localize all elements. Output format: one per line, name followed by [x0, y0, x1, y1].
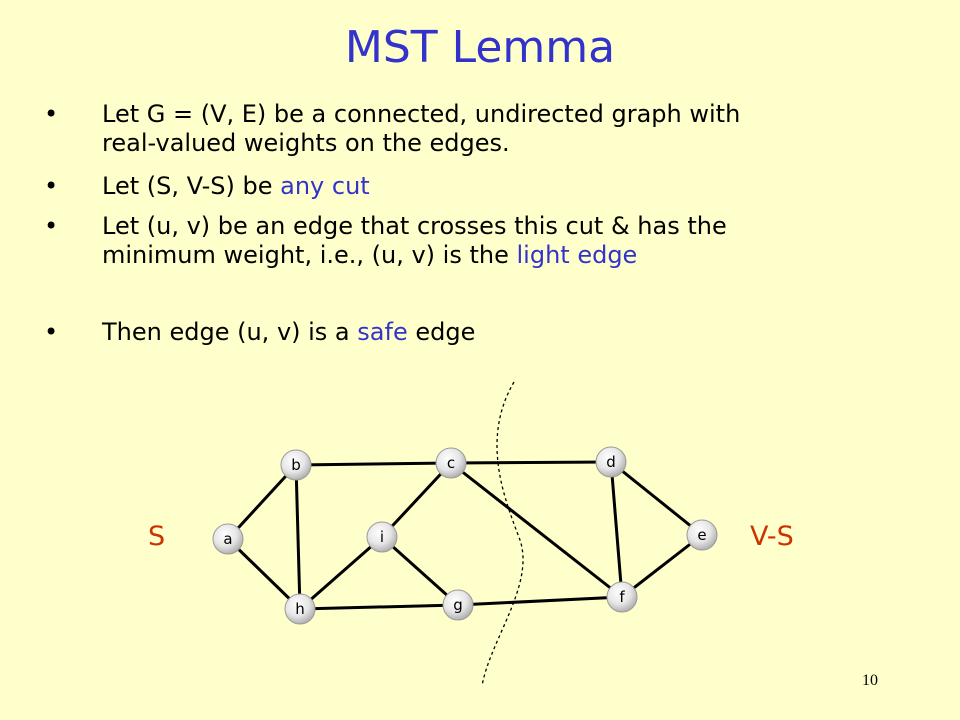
edge-c-i: [380, 461, 453, 539]
bullet-dot: •: [44, 172, 59, 200]
set-label-s: S: [148, 521, 165, 552]
bullet-text: Let G = (V, E) be a connected, undirecte…: [102, 100, 741, 157]
node-label-b: b: [291, 456, 301, 474]
bullet-text: Then edge (u, v) is a safe edge: [102, 318, 476, 346]
highlight-safe: safe: [357, 318, 408, 346]
edge-b-c: [295, 461, 452, 467]
graph-nodes: a b c d e f g h i: [212, 446, 718, 625]
edge-e-f: [621, 533, 703, 599]
node-i: i: [366, 521, 398, 553]
edge-c-d: [450, 460, 612, 465]
node-label-f: f: [619, 588, 625, 606]
node-g: g: [442, 589, 474, 621]
graph-edges: [226, 460, 703, 611]
node-e: e: [686, 519, 718, 551]
slide-title: MST Lemma: [344, 22, 616, 73]
node-a: a: [212, 523, 244, 555]
node-label-e: e: [697, 526, 706, 544]
page-number: 10: [862, 672, 878, 689]
edge-g-f: [457, 595, 623, 607]
cut-line: [481, 381, 524, 687]
edge-d-f: [609, 461, 624, 598]
edge-a-b: [226, 463, 298, 541]
node-b: b: [280, 449, 312, 481]
set-label-v-minus-s: V-S: [750, 521, 794, 552]
edge-d-e: [610, 460, 703, 537]
node-c: c: [435, 447, 467, 479]
node-label-i: i: [380, 528, 384, 546]
highlight-light-edge: light edge: [516, 241, 638, 269]
highlight-any-cut: any cut: [280, 172, 370, 200]
node-h: h: [284, 593, 316, 625]
node-d: d: [595, 446, 627, 478]
node-label-c: c: [447, 454, 455, 472]
bullet-text: Let (S, V-S) be any cut: [102, 172, 370, 200]
bullet-dot: •: [44, 100, 59, 128]
bullet-text: Let (u, v) be an edge that crosses this …: [102, 212, 727, 269]
edge-h-g: [299, 603, 459, 611]
node-label-g: g: [453, 596, 463, 614]
edge-i-g: [380, 535, 460, 607]
edge-c-f: [450, 461, 623, 599]
node-label-a: a: [223, 530, 232, 548]
edge-i-h: [299, 535, 383, 611]
edge-b-h: [294, 464, 302, 610]
node-label-h: h: [295, 600, 305, 618]
node-f: f: [606, 581, 638, 613]
bullet-dot: •: [44, 212, 59, 240]
bullet-dot: •: [44, 318, 59, 346]
node-label-d: d: [606, 453, 616, 471]
edge-a-h: [226, 537, 302, 611]
